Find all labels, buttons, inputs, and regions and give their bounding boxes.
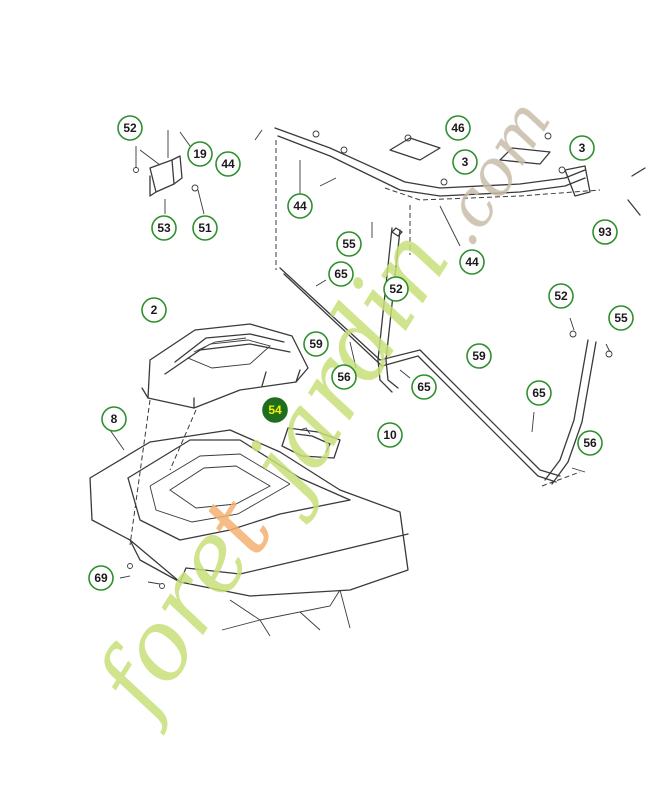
callout-55[interactable]: 55: [608, 305, 634, 331]
callouts: 52 19 44 53 51 46 3 3 44 55 65: [88, 115, 634, 591]
svg-text:19: 19: [193, 147, 207, 161]
watermark-com: .com: [421, 87, 566, 258]
callout-54[interactable]: 54: [262, 397, 288, 423]
svg-text:10: 10: [383, 428, 397, 442]
svg-text:65: 65: [334, 267, 348, 281]
callout-55[interactable]: 55: [336, 231, 362, 257]
handle-part: [281, 427, 341, 459]
callout-10[interactable]: 10: [377, 422, 403, 448]
callout-65[interactable]: 65: [411, 374, 437, 400]
svg-text:8: 8: [111, 412, 118, 426]
svg-text:52: 52: [554, 289, 568, 303]
callout-52[interactable]: 52: [548, 283, 574, 309]
svg-text:53: 53: [157, 221, 171, 235]
svg-text:54: 54: [268, 403, 282, 417]
svg-text:56: 56: [583, 436, 597, 450]
hood-body: [89, 429, 409, 637]
bracket-assembly: [133, 129, 263, 215]
callout-2[interactable]: 2: [141, 297, 167, 323]
svg-text:59: 59: [472, 349, 486, 363]
callout-69[interactable]: 69: [88, 565, 114, 591]
callout-52[interactable]: 52: [383, 276, 409, 302]
callout-56[interactable]: 56: [331, 364, 357, 390]
svg-text:3: 3: [462, 155, 469, 169]
callout-3[interactable]: 3: [452, 149, 478, 175]
cover-panel: [129, 323, 309, 546]
callout-8[interactable]: 8: [101, 406, 127, 432]
frame-assembly: [274, 127, 646, 270]
svg-text:51: 51: [198, 221, 212, 235]
svg-text:65: 65: [417, 380, 431, 394]
callout-59[interactable]: 59: [303, 331, 329, 357]
svg-text:65: 65: [532, 386, 546, 400]
callout-59[interactable]: 59: [466, 343, 492, 369]
svg-text:93: 93: [598, 225, 612, 239]
svg-text:52: 52: [123, 121, 137, 135]
callout-53[interactable]: 53: [151, 215, 177, 241]
callout-65[interactable]: 65: [526, 380, 552, 406]
callout-44[interactable]: 44: [215, 151, 241, 177]
rod-assembly: [279, 222, 613, 487]
svg-text:3: 3: [579, 141, 586, 155]
svg-text:46: 46: [451, 121, 465, 135]
watermark: fore t jardin .com: [71, 87, 566, 737]
svg-text:44: 44: [465, 255, 479, 269]
svg-text:2: 2: [151, 303, 158, 317]
callout-44[interactable]: 44: [459, 249, 485, 275]
callout-46[interactable]: 46: [445, 115, 471, 141]
svg-text:55: 55: [342, 237, 356, 251]
callout-56[interactable]: 56: [577, 430, 603, 456]
svg-text:56: 56: [337, 370, 351, 384]
callout-44[interactable]: 44: [287, 193, 313, 219]
callout-65[interactable]: 65: [328, 261, 354, 287]
svg-text:44: 44: [293, 199, 307, 213]
callout-52[interactable]: 52: [117, 115, 143, 141]
callout-3[interactable]: 3: [569, 135, 595, 161]
svg-text:69: 69: [94, 571, 108, 585]
callout-51[interactable]: 51: [192, 215, 218, 241]
svg-text:52: 52: [389, 282, 403, 296]
svg-text:44: 44: [221, 157, 235, 171]
callout-93[interactable]: 93: [592, 219, 618, 245]
svg-text:59: 59: [309, 337, 323, 351]
callout-19[interactable]: 19: [187, 141, 213, 167]
svg-text:55: 55: [614, 311, 628, 325]
